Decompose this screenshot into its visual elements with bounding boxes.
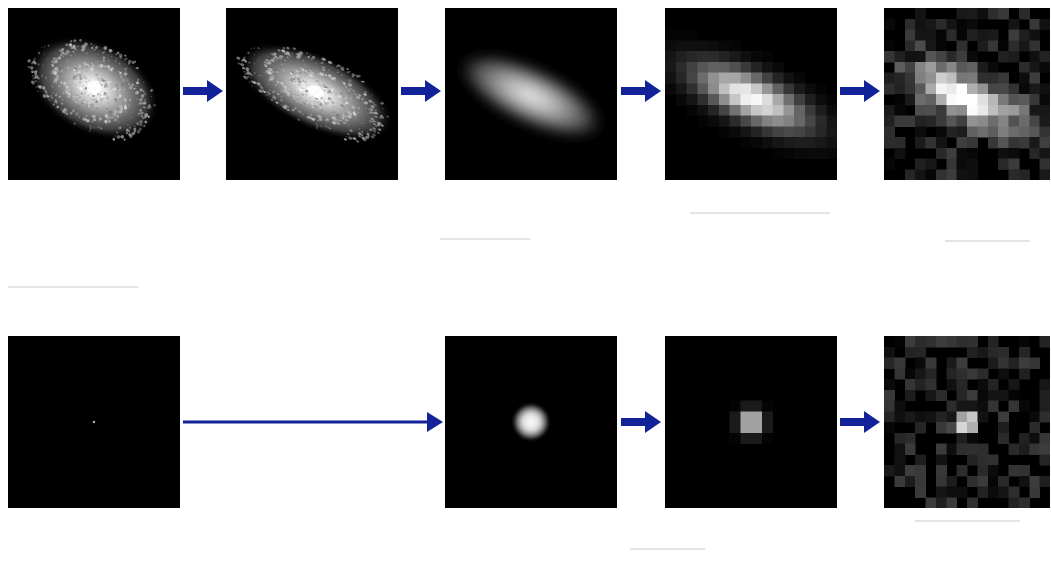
top-arrow-1	[183, 80, 223, 102]
faint-line	[440, 238, 530, 240]
faint-line	[690, 212, 830, 214]
top-arrow-2	[401, 80, 441, 102]
galaxy-pixelated-panel	[665, 8, 837, 180]
noisy-pixelated-ellipse-icon	[884, 8, 1050, 180]
spiral-galaxy-icon	[27, 35, 160, 141]
bottom-arrow-2	[621, 411, 661, 433]
bottom-arrow-3	[840, 411, 880, 433]
star-noisy-panel	[884, 336, 1050, 508]
faint-line	[945, 240, 1030, 242]
bottom-arrow-long	[183, 411, 443, 433]
faint-line	[630, 548, 705, 550]
star-point-source-panel	[8, 336, 180, 508]
galaxy-convolved-panel	[445, 8, 617, 180]
galaxy-noisy-panel	[884, 8, 1050, 180]
gaussian-blob-icon	[512, 403, 550, 441]
galaxy-original-panel	[8, 8, 180, 180]
noisy-pixelated-blob-icon	[884, 336, 1050, 508]
pixelated-blob-icon	[729, 400, 773, 444]
top-arrow-4	[840, 80, 880, 102]
spiral-galaxy-sheared-icon	[236, 42, 394, 143]
smooth-ellipse-icon	[455, 51, 607, 141]
star-convolved-panel	[445, 336, 617, 508]
faint-line	[8, 286, 138, 288]
pixelated-ellipse-icon	[665, 29, 837, 159]
point-source-icon	[92, 420, 96, 424]
star-pixelated-panel	[665, 336, 837, 508]
faint-line	[915, 520, 1020, 522]
galaxy-sheared-panel	[226, 8, 398, 180]
top-arrow-3	[621, 80, 661, 102]
